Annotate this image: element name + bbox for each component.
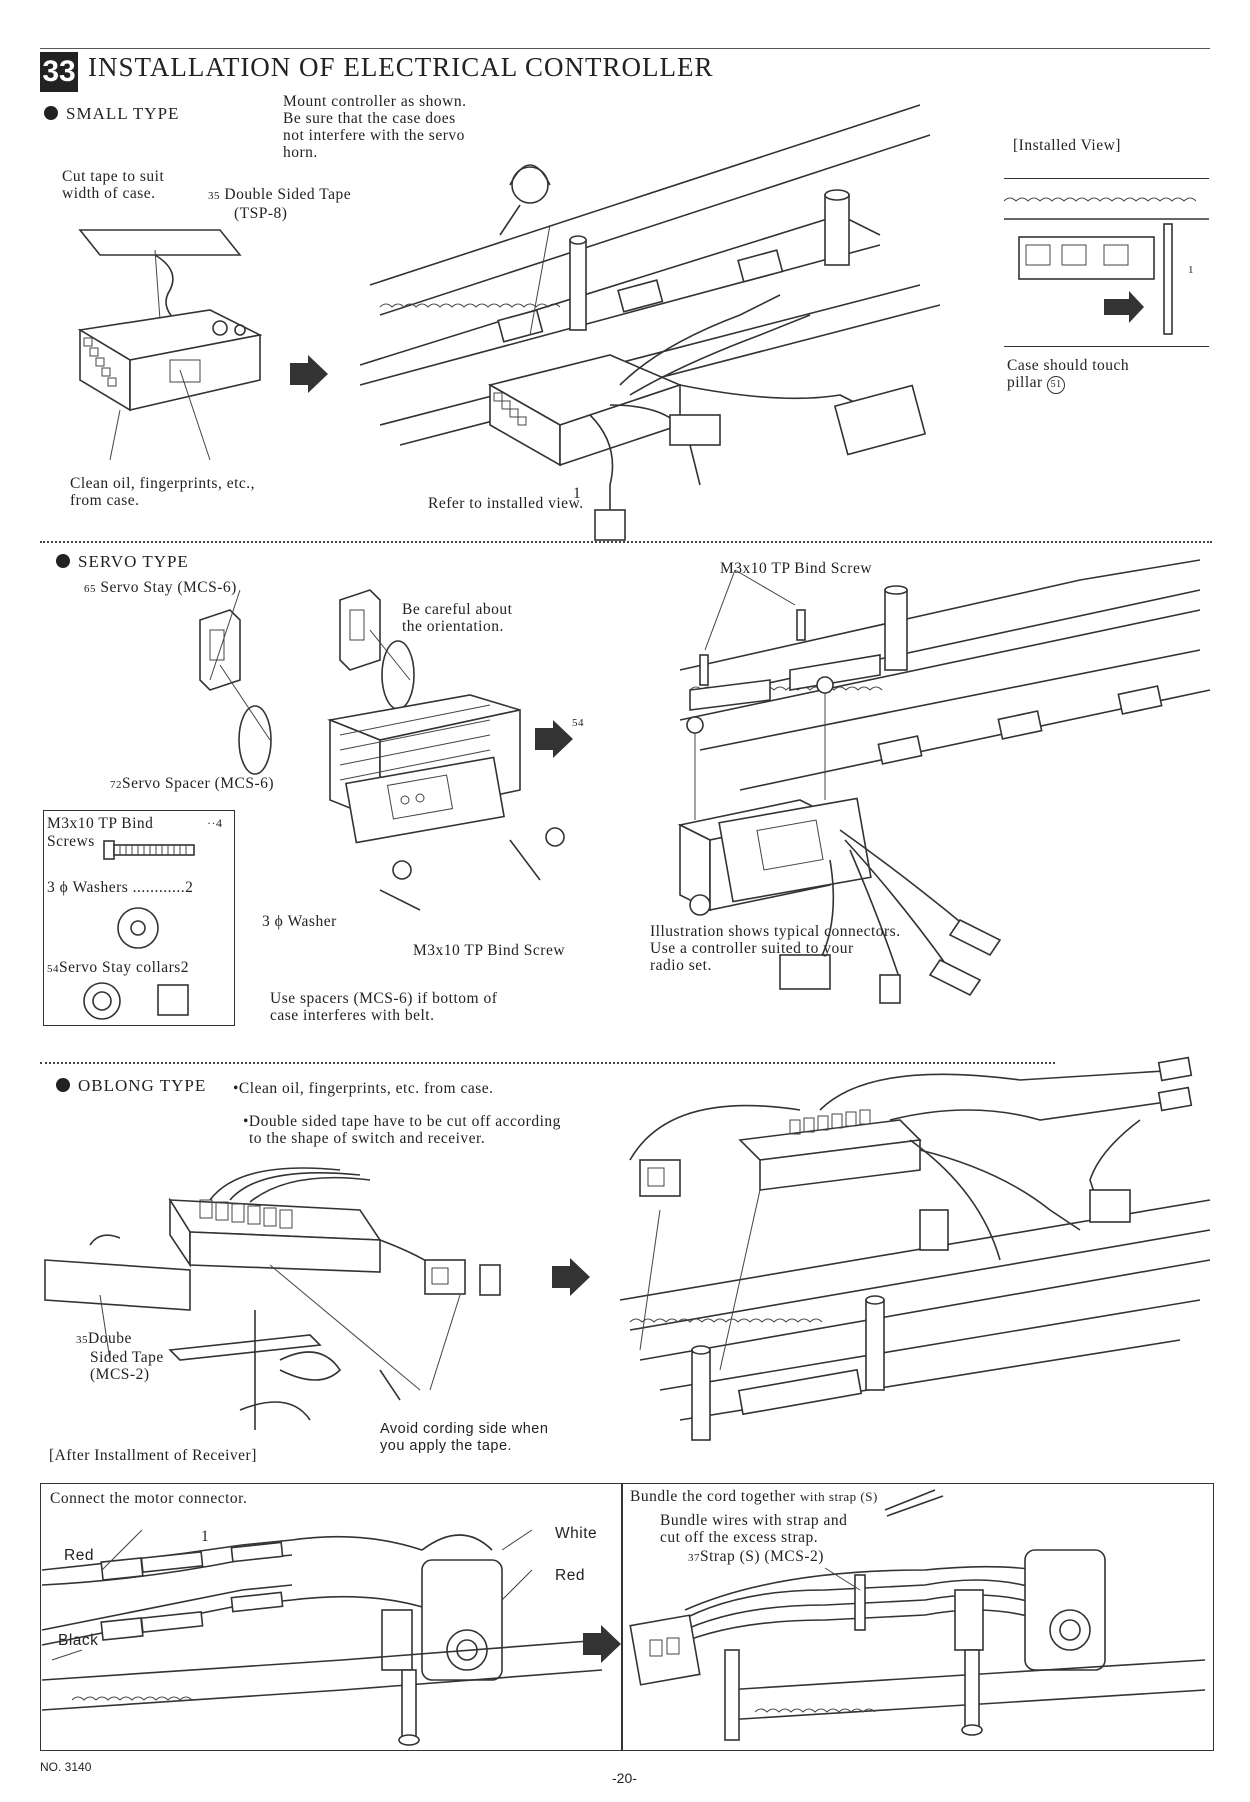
- oblong-type-chassis-illustration: [619, 1056, 1211, 1441]
- section-separator: [40, 541, 1212, 543]
- servo-stay-label: 65 Servo Stay (MCS-6): [84, 579, 237, 596]
- strap-label: 37Strap (S) (MCS-2): [688, 1548, 824, 1565]
- motor-connector-illustration: [41, 1529, 603, 1746]
- bundle-heading: Bundle the cord together with strap (S): [630, 1488, 878, 1505]
- oblong-note-1: •Clean oil, fingerprints, etc. from case…: [233, 1080, 494, 1097]
- servo-type-chassis-illustration: [677, 559, 1211, 1004]
- servo-spacer-note: Use spacers (MCS-6) if bottom of case in…: [270, 990, 498, 1024]
- wire-red-right-label: Red: [555, 1567, 585, 1584]
- installed-view-frame: [1003, 178, 1209, 347]
- collar-side-icon: [157, 984, 189, 1016]
- oblong-type-heading: OBLONG TYPE: [56, 1076, 206, 1096]
- oblong-next-step-arrow-icon: [552, 1258, 590, 1296]
- header-rule: [40, 48, 1210, 49]
- oblong-note-2: •Double sided tape have to be cut off ac…: [243, 1113, 561, 1147]
- parts-screws-label: M3x10 TP Bind: [47, 815, 154, 832]
- washer-icon: [117, 907, 159, 949]
- step-number-badge: 33: [40, 52, 78, 92]
- bundle-illustration: [629, 1489, 1206, 1741]
- small-type-chassis-illustration: [359, 104, 941, 541]
- parts-screws-label-2: Screws: [47, 833, 95, 850]
- small-controller-illustration: [77, 229, 263, 461]
- servo-washer-label: 3 ϕ Washer: [262, 913, 337, 930]
- parts-washers-label: 3 ϕ Washers ............2: [47, 879, 194, 896]
- installed-view-label: [Installed View]: [1013, 137, 1121, 154]
- servo-type-exploded-illustration: [199, 589, 565, 911]
- clean-case-note: Clean oil, fingerprints, etc., from case…: [70, 475, 256, 509]
- connect-motor-heading: Connect the motor connector.: [50, 1490, 248, 1507]
- small-type-heading: SMALL TYPE: [44, 104, 179, 124]
- cut-tape-note: Cut tape to suit width of case.: [62, 168, 165, 202]
- small-type-mount-note: Mount controller as shown. Be sure that …: [283, 93, 467, 161]
- case-touch-pillar-note: Case should touch pillar 51: [1007, 357, 1129, 394]
- installed-view-marker: 1: [1188, 264, 1194, 276]
- servo-next-step-arrow-icon: [535, 720, 573, 758]
- bullet-icon: [56, 554, 70, 568]
- motor-marker: 1: [201, 1528, 210, 1545]
- connector-note: Illustration shows typical connectors. U…: [650, 923, 901, 974]
- bundle-note: Bundle wires with strap and cut off the …: [660, 1512, 848, 1546]
- motor-connector-frame: [40, 1483, 1214, 1751]
- refer-installed-view-note: Refer to installed view.: [428, 495, 584, 512]
- collar-icon: [83, 982, 121, 1020]
- servo-screw-label-bottom: M3x10 TP Bind Screw: [413, 942, 566, 959]
- avoid-cording-note: Avoid cording side when you apply the ta…: [380, 1421, 549, 1454]
- wire-white-label: White: [555, 1525, 598, 1542]
- small-tape-label: 35 Double Sided Tape (TSP-8): [208, 186, 352, 222]
- servo-spacer-label: 72Servo Spacer (MCS-6): [110, 775, 275, 792]
- section-separator: [40, 1062, 1055, 1064]
- parts-screws-qty: ··4: [207, 816, 223, 830]
- servo-parts-box: M3x10 TP Bind ··4 Screws 3 ϕ Washers ...…: [43, 810, 235, 1026]
- servo-type-heading: SERVO TYPE: [56, 552, 189, 572]
- servo-screw-label-right: M3x10 TP Bind Screw: [720, 560, 873, 577]
- small-refer-marker: 1: [573, 485, 582, 502]
- oblong-type-exploded-illustration: [44, 1167, 501, 1430]
- doc-number: NO. 3140: [40, 1760, 92, 1774]
- bullet-icon: [56, 1078, 70, 1092]
- oblong-tape-label: 35Doube Sided Tape (MCS-2): [76, 1330, 164, 1383]
- frame-divider: [621, 1484, 623, 1750]
- page-number: -20-: [612, 1770, 637, 1786]
- page-title: INSTALLATION OF ELECTRICAL CONTROLLER: [88, 52, 714, 82]
- careful-orientation-note: Be careful about the orientation.: [402, 601, 513, 635]
- servo-collar-marker: 54: [572, 717, 584, 729]
- bundle-next-step-arrow-icon: [583, 1625, 621, 1663]
- after-install-label: [After Installment of Receiver]: [49, 1447, 257, 1464]
- screw-icon: [103, 840, 195, 860]
- bullet-icon: [44, 106, 58, 120]
- parts-collars-label: 54Servo Stay collars2: [47, 959, 190, 976]
- wire-red-left-label: Red: [64, 1547, 94, 1564]
- next-step-arrow-icon: [290, 355, 328, 393]
